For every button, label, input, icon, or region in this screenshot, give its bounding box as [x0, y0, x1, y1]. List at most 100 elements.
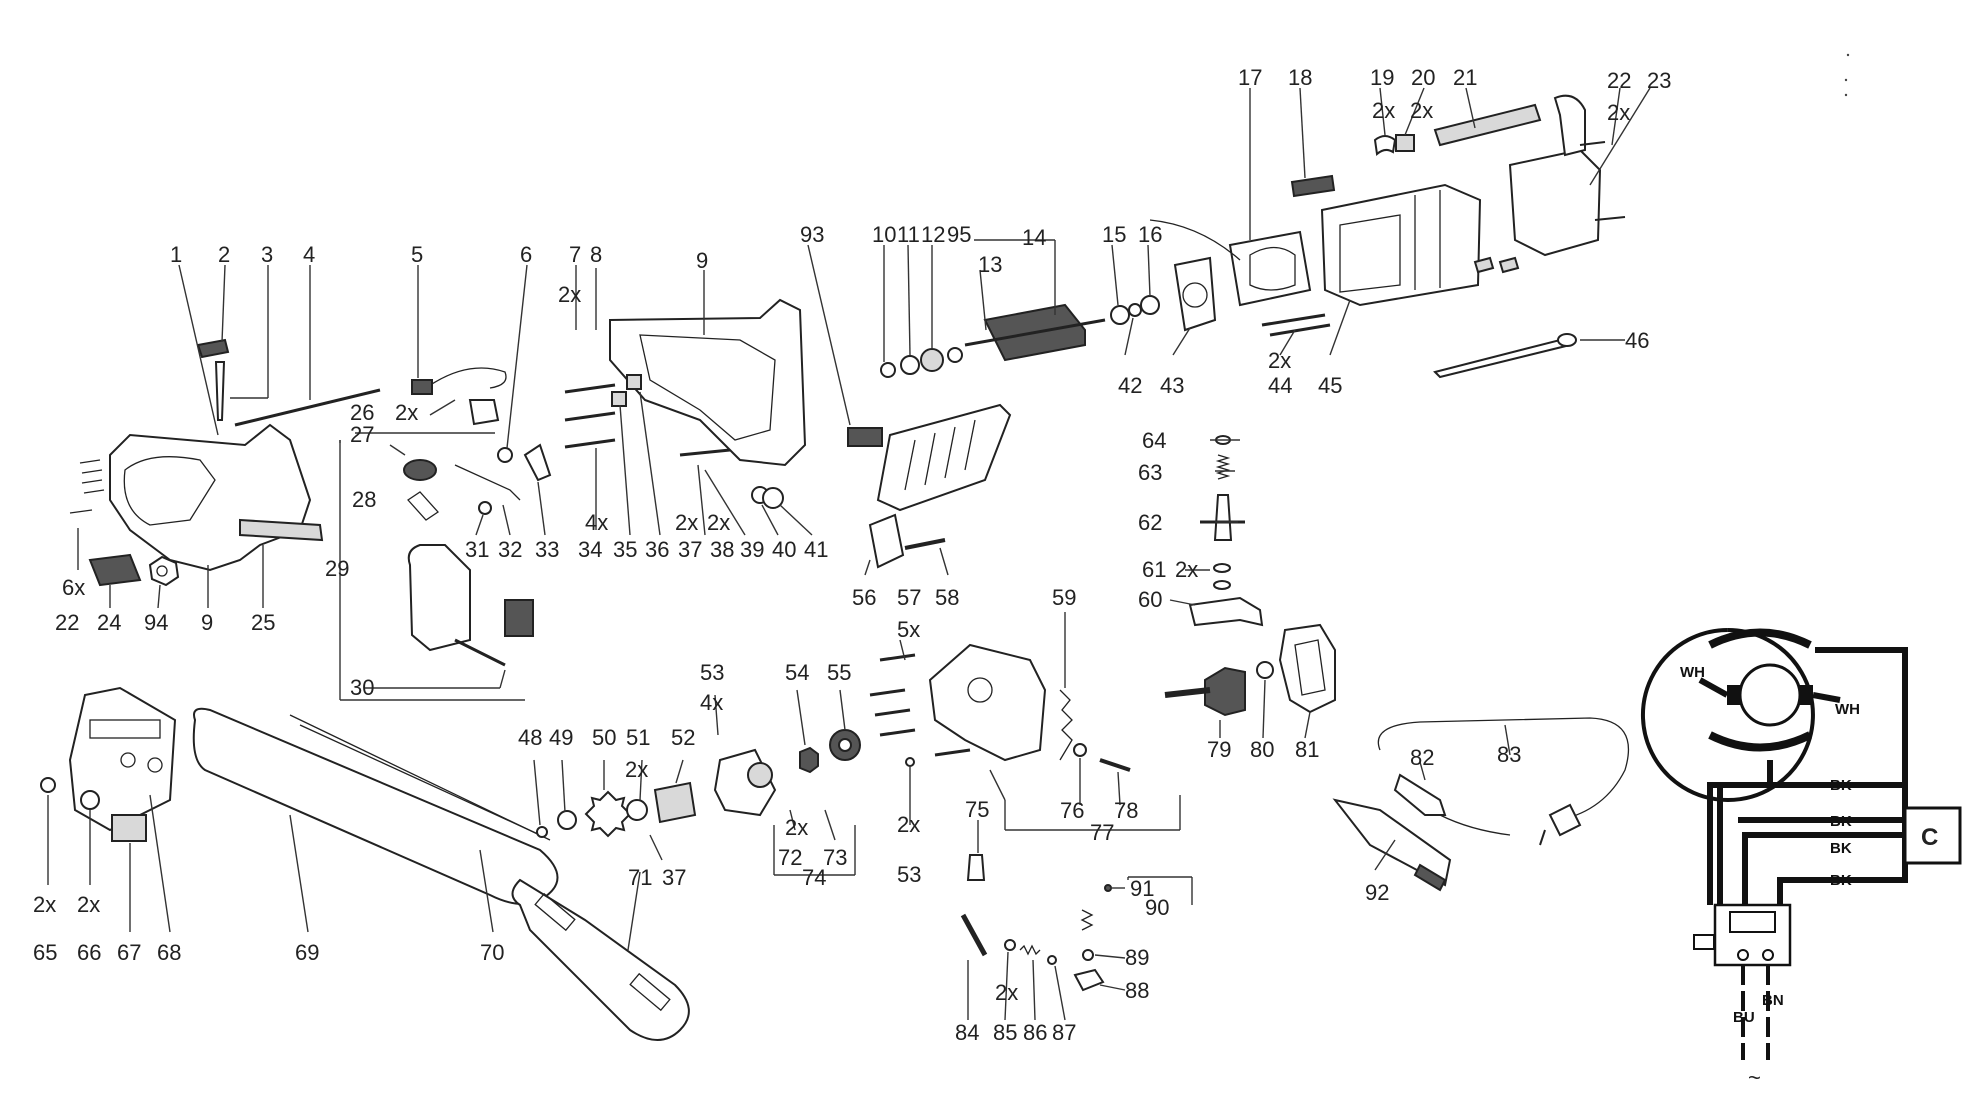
wire-label-bu: BU	[1733, 1009, 1755, 1026]
label-34: 34	[578, 537, 602, 562]
label-29: 29	[325, 556, 349, 581]
washer-42	[1128, 303, 1142, 317]
wire-label-bk-2: BK	[1830, 813, 1852, 830]
switch-5	[411, 379, 433, 395]
holder-20	[1395, 134, 1415, 152]
ring-10	[880, 362, 896, 378]
part-labels: 1 2 3 4 5 6 7 8 2x 9 93 10 11 12 95 14 1…	[33, 65, 1671, 1045]
label-19: 19	[1370, 65, 1394, 90]
seal-87	[1047, 955, 1057, 965]
qty-57: 5x	[897, 617, 920, 642]
screw-39	[679, 448, 731, 457]
label-37-bottom: 37	[662, 865, 686, 890]
label-64: 64	[1142, 428, 1166, 453]
washer-49	[557, 810, 577, 830]
part-drawings	[40, 94, 1630, 1041]
label-40: 40	[772, 537, 796, 562]
screws-22-group	[69, 459, 105, 514]
label-18	[1290, 174, 1336, 198]
housing-left-part	[109, 423, 312, 572]
block-35	[611, 391, 627, 407]
capacitor-box	[1903, 806, 1962, 865]
screws-57-group	[869, 653, 971, 757]
label-17: 17	[1238, 65, 1262, 90]
screw-53b	[905, 757, 915, 767]
label-16: 16	[1138, 222, 1162, 247]
cable-tie-46	[1433, 338, 1573, 379]
label-22-top: 22	[1607, 68, 1631, 93]
stator-17	[1228, 230, 1312, 307]
label-1: 1	[170, 242, 182, 267]
cover-43	[1173, 256, 1217, 332]
label-65: 65	[33, 940, 57, 965]
wire-label-wh-left: WH	[1680, 664, 1705, 681]
handle-loop-part	[123, 456, 216, 526]
plug-83	[1548, 803, 1582, 837]
label-95: 95	[947, 222, 971, 247]
label-69: 69	[295, 940, 319, 965]
bolt-78	[1099, 758, 1131, 772]
spring-63	[1215, 454, 1231, 480]
qty-53-bottom: 2x	[897, 812, 920, 837]
washer-41	[762, 487, 784, 509]
qty-19: 2x	[1372, 98, 1395, 123]
switch-26	[468, 399, 500, 426]
ring-11	[900, 355, 920, 375]
label-93	[847, 427, 883, 447]
label-94: 94	[144, 610, 168, 635]
label-39: 39	[740, 537, 764, 562]
label-82: 82	[1410, 745, 1434, 770]
cable-83	[1377, 717, 1630, 821]
label-9-bottom: 9	[201, 610, 213, 635]
label-63: 63	[1138, 460, 1162, 485]
label-78: 78	[1114, 798, 1138, 823]
label-83: 83	[1497, 742, 1521, 767]
gear-54	[799, 746, 819, 774]
ring-95	[947, 347, 963, 363]
label-79: 79	[1207, 737, 1231, 762]
qty-22: 6x	[62, 575, 85, 600]
label-53-bottom: 53	[897, 862, 921, 887]
label-87: 87	[1052, 1020, 1076, 1045]
bolt-3	[214, 361, 226, 421]
corner-dots	[1844, 53, 1850, 97]
label-27: 27	[350, 422, 374, 447]
label-38: 38	[710, 537, 734, 562]
washer-66	[80, 790, 100, 810]
qty-51: 2x	[625, 757, 648, 782]
label-67	[111, 814, 147, 842]
guide-bar-69	[192, 707, 559, 905]
label-92: 92	[1365, 880, 1389, 905]
guard-plate-part	[239, 518, 324, 542]
screw-22b	[1579, 141, 1606, 146]
screws-34-group	[564, 383, 616, 449]
screw-44a	[1261, 313, 1326, 327]
gearbox-77	[928, 643, 1047, 762]
ball-89	[1082, 949, 1094, 961]
qty-65: 2x	[33, 892, 56, 917]
label-49: 49	[549, 725, 573, 750]
screw-44b	[1269, 323, 1331, 337]
label-80: 80	[1250, 737, 1274, 762]
qty-72: 2x	[785, 815, 808, 840]
label-6: 6	[520, 242, 532, 267]
label-24: 24	[97, 610, 121, 635]
bolt-58	[904, 538, 946, 550]
label-7: 7	[569, 242, 581, 267]
label-56: 56	[852, 585, 876, 610]
label-70: 70	[480, 940, 504, 965]
oil-tank-30	[407, 544, 471, 652]
shaft-84	[960, 913, 988, 957]
label-18: 18	[1288, 65, 1312, 90]
nut-31	[478, 501, 492, 515]
label-50: 50	[592, 725, 616, 750]
label-22: 22	[55, 610, 79, 635]
wire-label-bk-4: BK	[1830, 872, 1852, 889]
label-68: 68	[157, 940, 181, 965]
qty-38: 2x	[707, 510, 730, 535]
qty-66: 2x	[77, 892, 100, 917]
label-35: 35	[613, 537, 637, 562]
wiring-diagram: WH WH BK BK BK BK C BU BN ~	[1641, 628, 1962, 1090]
label-31: 31	[465, 537, 489, 562]
label-48: 48	[518, 725, 542, 750]
